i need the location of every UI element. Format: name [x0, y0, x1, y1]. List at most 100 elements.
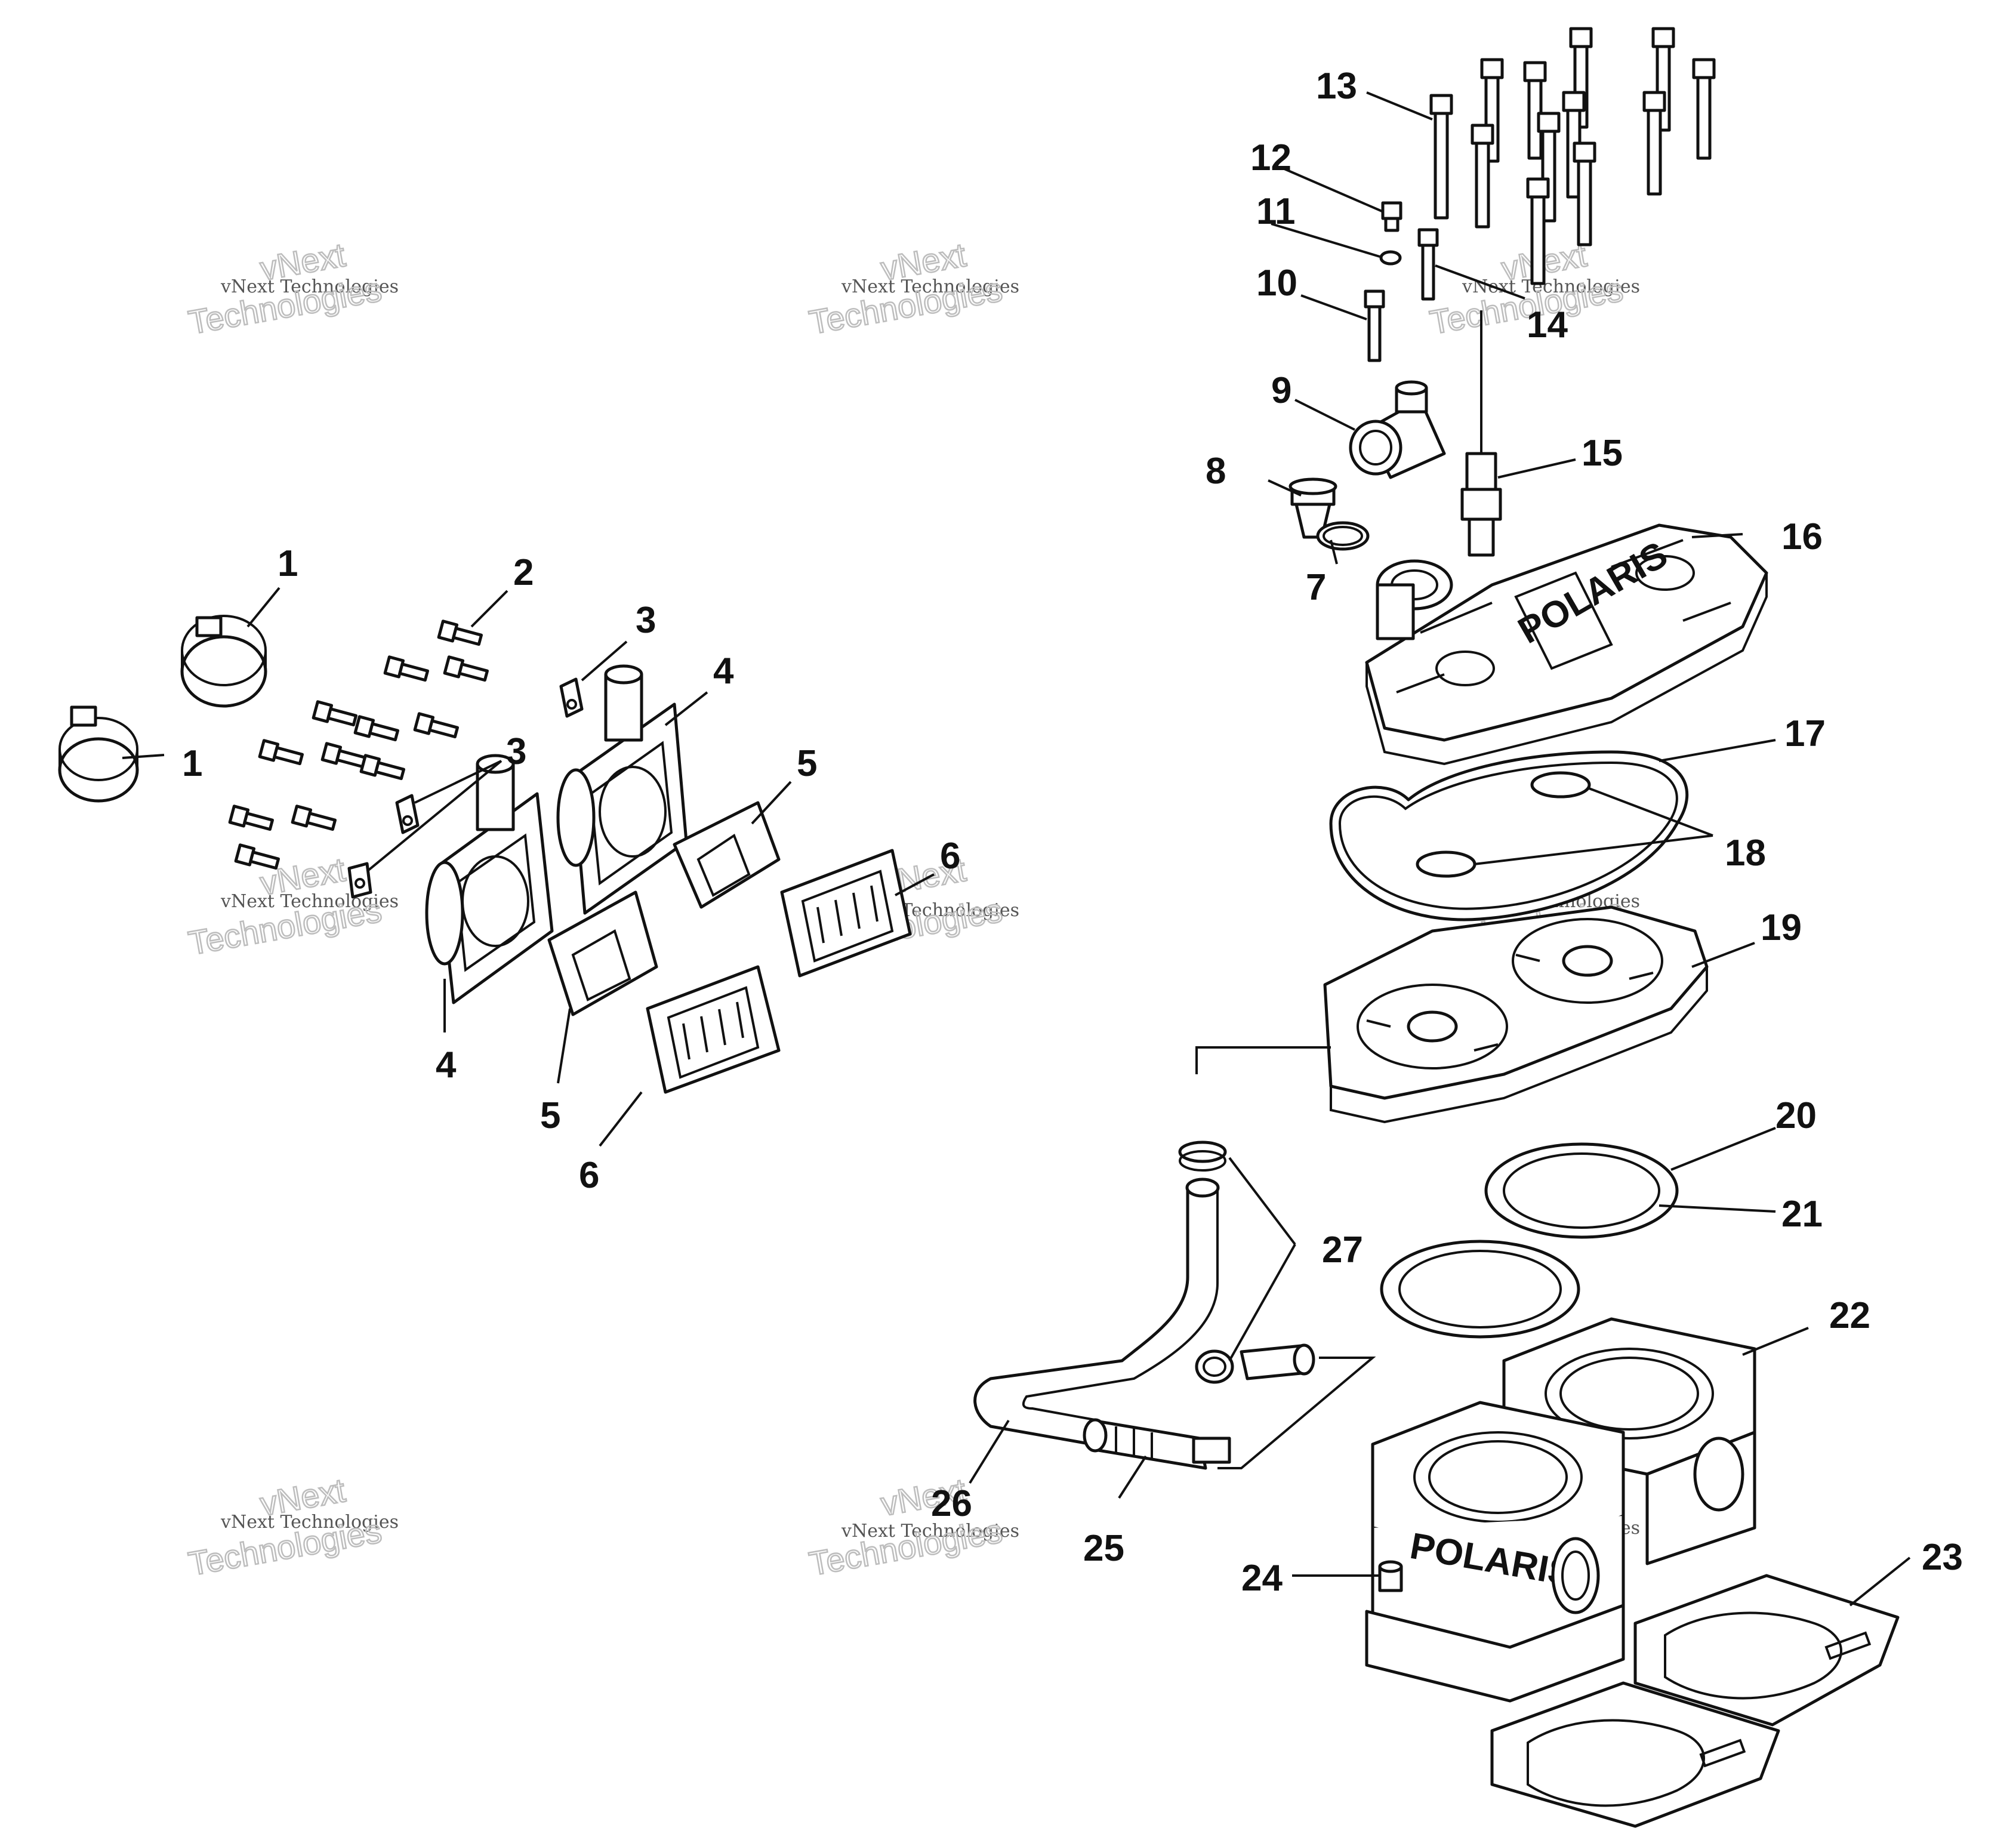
part-18-o-ring-lower — [1416, 850, 1476, 878]
part-26-coolant-hose — [973, 1178, 1220, 1446]
bolt — [359, 754, 406, 781]
part-3-clip-middle — [395, 794, 420, 834]
callout-3-upper: 3 — [636, 600, 656, 641]
bolt — [1523, 61, 1547, 160]
part-20-21-base-gasket-upper — [1484, 1142, 1679, 1239]
coolant-hose-elbow — [1240, 1343, 1315, 1380]
watermark-text: vNext Technologies — [220, 276, 399, 297]
callout-23: 23 — [1922, 1537, 1963, 1578]
callout-20: 20 — [1775, 1095, 1817, 1136]
bolt — [1429, 94, 1453, 220]
part-7-o-ring — [1316, 521, 1370, 551]
callout-25: 25 — [1083, 1528, 1124, 1569]
callout-12: 12 — [1250, 137, 1291, 178]
bolt — [1573, 141, 1596, 246]
callout-18: 18 — [1725, 833, 1766, 874]
watermark-top-center: vNext vNext Technologies Technologies — [806, 235, 1019, 342]
part-6-reed-valve-upper — [780, 849, 912, 978]
callout-19: 19 — [1761, 907, 1802, 948]
callout-labels: 1 1 2 3 3 4 4 5 5 6 6 7 8 9 10 11 12 13 … — [182, 66, 1963, 1599]
callout-4-lower: 4 — [436, 1044, 457, 1086]
watermark-text: vNext Technologies — [220, 1512, 399, 1533]
part-13-head-bolt-group — [1429, 27, 1716, 285]
part-20-21-base-gasket-lower — [1380, 1240, 1580, 1339]
watermark-text: vNext Technologies — [841, 276, 1019, 297]
watermark-bottom-left: vNext vNext Technologies Technologies — [185, 1471, 399, 1583]
part-19-cylinder-head — [1323, 905, 1709, 1124]
callout-2: 2 — [513, 552, 534, 593]
callout-24: 24 — [1241, 1558, 1283, 1599]
bolt — [234, 843, 280, 870]
bolt — [291, 805, 337, 831]
part-6-reed-valve-lower — [646, 965, 781, 1094]
callout-15: 15 — [1582, 433, 1623, 474]
part-2-bolt-group — [228, 619, 489, 870]
part-4-intake-manifold-front — [425, 754, 554, 1004]
bolt — [1526, 177, 1550, 285]
callout-10: 10 — [1256, 263, 1297, 304]
callout-21: 21 — [1781, 1194, 1823, 1235]
part-22-cylinder-front: POLARIS — [1371, 1401, 1625, 1655]
callout-9: 9 — [1271, 370, 1291, 411]
bolt — [1471, 124, 1494, 229]
watermark-top-left: vNext vNext Technologies Technologies — [185, 235, 399, 342]
callout-1-lower: 1 — [182, 743, 202, 784]
callout-26: 26 — [931, 1483, 972, 1524]
part-9-thermostat-housing — [1349, 380, 1446, 479]
bolt — [1651, 27, 1675, 132]
bolt — [258, 739, 304, 766]
bolt — [1642, 91, 1666, 196]
cylinder-base-flange — [1365, 1537, 1625, 1703]
part-25-hose-fitting — [1083, 1418, 1231, 1470]
bolt — [320, 742, 367, 769]
watermark-text: vNext Technologies — [841, 1521, 1019, 1542]
callout-17: 17 — [1784, 713, 1826, 754]
part-12-nut — [1381, 201, 1402, 232]
part-10-bolt — [1364, 289, 1385, 362]
bolt — [383, 655, 430, 682]
bolt — [1692, 58, 1716, 160]
callout-6-lower: 6 — [579, 1155, 599, 1196]
hose-assembly-leader — [1217, 1357, 1376, 1469]
part-11-washer — [1379, 250, 1402, 266]
callout-14: 14 — [1527, 304, 1568, 346]
leader-lines — [122, 91, 1911, 1607]
bolt — [353, 715, 400, 742]
bolt — [413, 712, 460, 739]
part-5-reed-stuffer-upper — [673, 801, 781, 909]
bolt — [228, 805, 275, 831]
callout-6-upper: 6 — [940, 836, 960, 877]
callout-16: 16 — [1781, 516, 1823, 557]
part-19-reference-line — [1195, 1046, 1331, 1074]
part-14-bolt — [1417, 228, 1439, 301]
callout-11: 11 — [1256, 191, 1296, 232]
part-15-temperature-sensor — [1460, 310, 1502, 557]
callout-3-lower: 3 — [506, 731, 526, 772]
callout-5-lower: 5 — [540, 1095, 560, 1136]
bolt — [443, 655, 489, 682]
watermark-bottom-center: vNext vNext Technologies Technologies — [806, 1471, 1019, 1583]
part-23-base-gasket-upper — [1633, 1574, 1900, 1727]
callout-7: 7 — [1306, 567, 1326, 608]
part-1-hose-clamp-upper — [180, 615, 267, 708]
part-17-head-gasket — [1329, 750, 1689, 921]
part-3-clip-upper — [559, 677, 584, 718]
part-27-hose-clamp-upper — [1178, 1141, 1227, 1172]
callout-1-upper: 1 — [278, 543, 298, 584]
watermark-text: vNext Technologies — [220, 891, 399, 912]
callout-5-upper: 5 — [797, 743, 817, 784]
part-4-intake-manifold-rear — [556, 664, 688, 915]
part-1-hose-clamp-lower — [58, 705, 139, 803]
part-5-reed-stuffer-lower — [547, 890, 658, 1016]
bolt — [437, 619, 483, 646]
part-27-hose-clamp-lower — [1195, 1349, 1234, 1384]
callout-13: 13 — [1316, 66, 1357, 107]
bolt — [312, 700, 358, 727]
part-23-base-gasket-lower — [1490, 1681, 1780, 1828]
callout-27: 27 — [1322, 1229, 1363, 1271]
part-24-stud — [1378, 1560, 1403, 1592]
callout-22: 22 — [1829, 1295, 1870, 1336]
callout-4-upper: 4 — [713, 651, 734, 692]
part-3-clip-lower — [347, 862, 372, 899]
